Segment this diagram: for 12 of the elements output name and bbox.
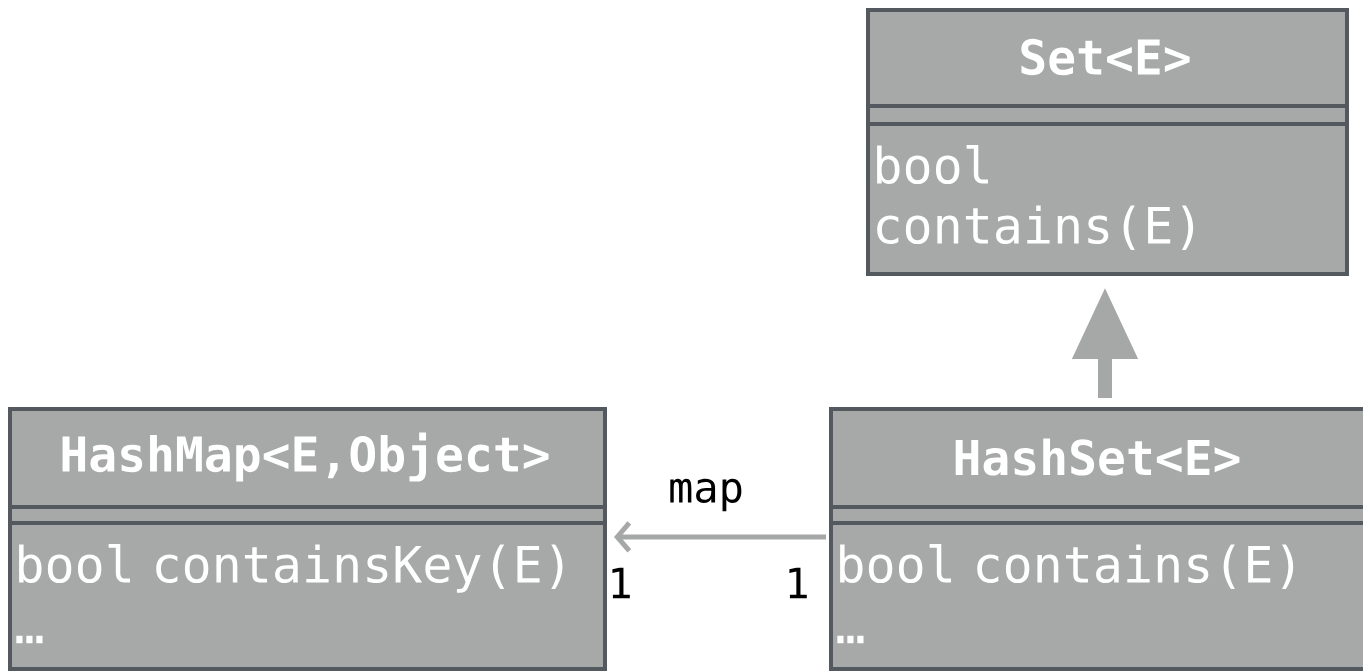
- method-text: …: [837, 635, 864, 644]
- class-name: Set<E>: [1021, 38, 1190, 76]
- association-arrow: [614, 521, 826, 553]
- multiplicity-label: 1: [789, 567, 807, 599]
- multiplicity-label: 1: [612, 567, 630, 599]
- method-text: …: [16, 635, 43, 644]
- method-text: bool contains(E): [840, 544, 1294, 589]
- method-text: bool containsKey(E): [19, 544, 563, 593]
- edge-label: map: [666, 476, 746, 514]
- class-name: HashMap<E,Object>: [62, 432, 549, 482]
- method-text: bool contains(E): [877, 145, 1194, 250]
- class-name: HashSet<E>: [955, 438, 1240, 476]
